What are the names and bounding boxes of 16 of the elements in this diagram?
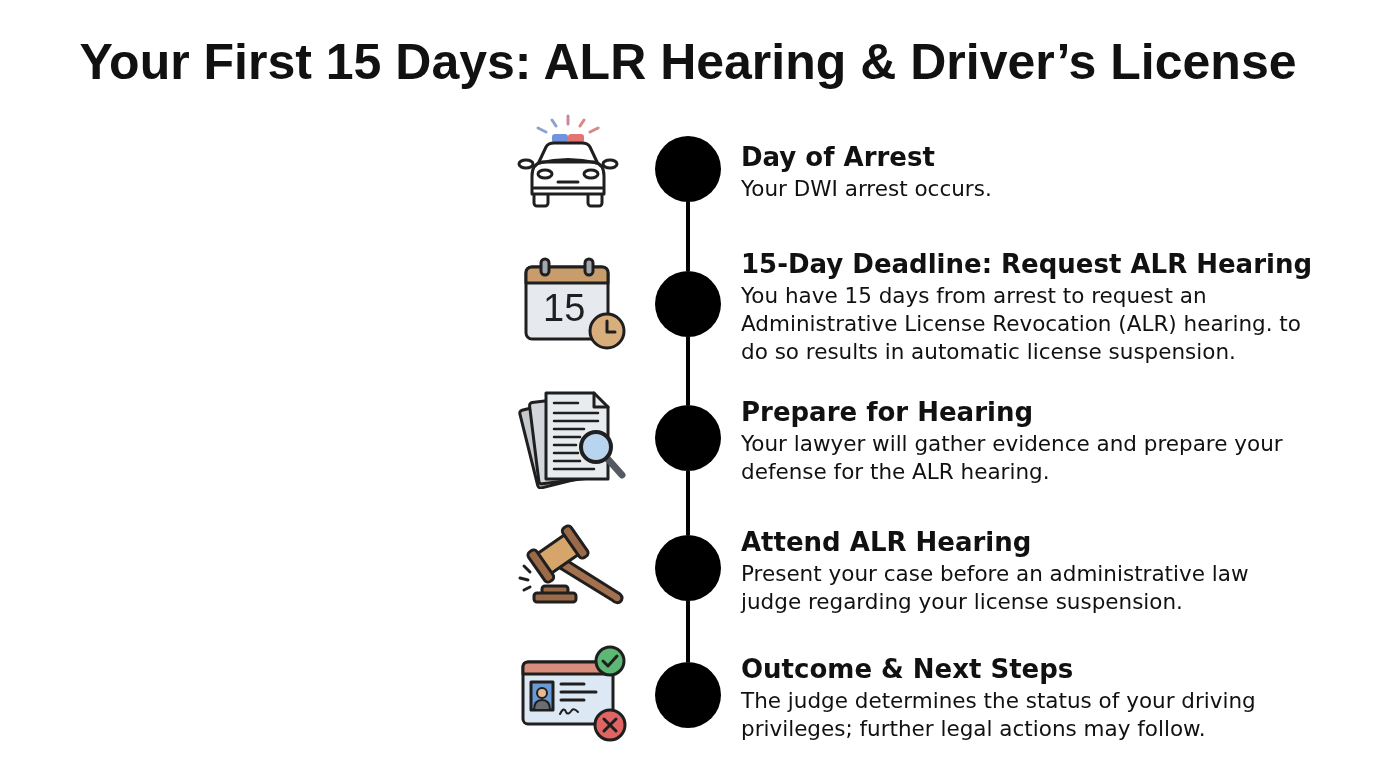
step-heading: Attend ALR Hearing <box>741 526 1033 558</box>
timeline-line <box>686 202 690 271</box>
timeline-line <box>686 471 690 535</box>
timeline-line <box>686 601 690 662</box>
step-description: You have 15 days from arrest to request an Administrative License Revocation (ALR) hearing. to do so results in automatic license suspension. <box>741 282 1302 366</box>
timeline-line <box>686 337 690 405</box>
step-heading: 15-Day Deadline: Request ALR Hearing <box>741 248 1313 280</box>
step-heading: Prepare for Hearing <box>741 396 1035 428</box>
step-description: Present your case before an administrative law judge regarding your license suspension. <box>741 560 1250 616</box>
calendar-date-number: 15 <box>543 288 586 328</box>
page-title: Your First 15 Days: ALR Hearing & Driver’s License <box>78 33 1298 91</box>
step-description: Your DWI arrest occurs. <box>741 175 993 203</box>
step-heading: Day of Arrest <box>741 141 936 173</box>
step-description: The judge determines the status of your driving privileges; further legal actions may follow. <box>741 687 1257 743</box>
step-description: Your lawyer will gather evidence and prepare your defense for the ALR hearing. <box>741 430 1284 486</box>
step-heading: Outcome & Next Steps <box>741 653 1075 685</box>
